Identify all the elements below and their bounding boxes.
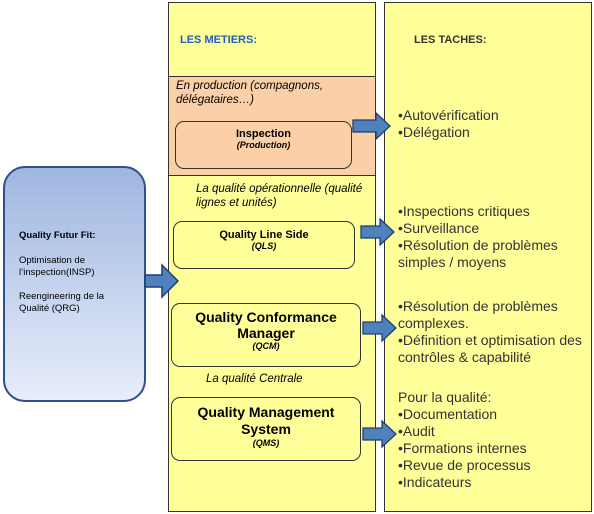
left-box-item-qrg: Reengineering de la Qualité (QRG) bbox=[19, 291, 105, 314]
centrale-note: La qualité Centrale bbox=[206, 373, 303, 385]
qms-tasks: Pour la qualité: •Documentation •Audit •… bbox=[398, 389, 588, 491]
qls-arrow bbox=[360, 217, 395, 247]
qcm-abbr: (QCM) bbox=[252, 341, 280, 351]
left-to-metiers-arrow bbox=[144, 263, 180, 299]
inspection-tasks: •Autovérification •Délégation bbox=[398, 107, 588, 141]
qms-box: Quality Management System (QMS) bbox=[171, 397, 361, 461]
taches-column bbox=[384, 2, 592, 512]
task-item: •Audit bbox=[398, 423, 435, 439]
qls-tasks: •Inspections critiques •Surveillance •Ré… bbox=[398, 203, 588, 271]
task-item: •Inspections critiques bbox=[398, 203, 530, 219]
task-item: •Délégation bbox=[398, 124, 470, 140]
inspection-box: Inspection (Production) bbox=[175, 121, 352, 169]
qls-box: Quality Line Side (QLS) bbox=[173, 221, 355, 269]
task-item: •Définition et optimisation des contrôle… bbox=[398, 332, 582, 365]
qcm-box: Quality Conformance Manager (QCM) bbox=[171, 303, 361, 367]
task-item: •Résolution de problèmes complexes. bbox=[398, 298, 558, 331]
qcm-arrow bbox=[362, 313, 397, 343]
qcm-name: Quality Conformance Manager bbox=[195, 309, 337, 341]
qls-abbr: (QLS) bbox=[251, 241, 277, 251]
task-intro: Pour la qualité: bbox=[398, 389, 492, 405]
inspection-arrow bbox=[352, 111, 391, 141]
qms-name: Quality Management System bbox=[197, 404, 335, 437]
taches-header: LES TACHES: bbox=[414, 34, 487, 46]
quality-futur-fit-box: Quality Futur Fit: Optimisation de l’ins… bbox=[3, 166, 146, 402]
task-item: •Formations internes bbox=[398, 440, 527, 456]
task-item: •Documentation bbox=[398, 406, 498, 422]
qls-name: Quality Line Side bbox=[219, 229, 309, 241]
task-item: •Résolution de problèmes simples / moyen… bbox=[398, 237, 558, 270]
production-note: En production (compagnons, délégataires…… bbox=[176, 80, 324, 106]
left-box-title: Quality Futur Fit: bbox=[19, 230, 96, 241]
task-item: •Revue de processus bbox=[398, 457, 531, 473]
inspection-abbr: (Production) bbox=[236, 140, 291, 150]
qms-arrow bbox=[362, 419, 397, 449]
qms-abbr: (QMS) bbox=[252, 438, 280, 448]
inspection-name: Inspection bbox=[235, 128, 291, 140]
task-item: •Indicateurs bbox=[398, 474, 472, 490]
operationnelle-note: La qualité opérationnelle (qualité ligne… bbox=[196, 183, 363, 209]
left-box-item-insp: Optimisation de l’inspection(INSP) bbox=[19, 255, 95, 278]
qcm-tasks: •Résolution de problèmes complexes. •Déf… bbox=[398, 298, 588, 366]
task-item: •Surveillance bbox=[398, 220, 480, 236]
metiers-header: LES METIERS: bbox=[180, 34, 258, 46]
task-item: •Autovérification bbox=[398, 107, 499, 123]
